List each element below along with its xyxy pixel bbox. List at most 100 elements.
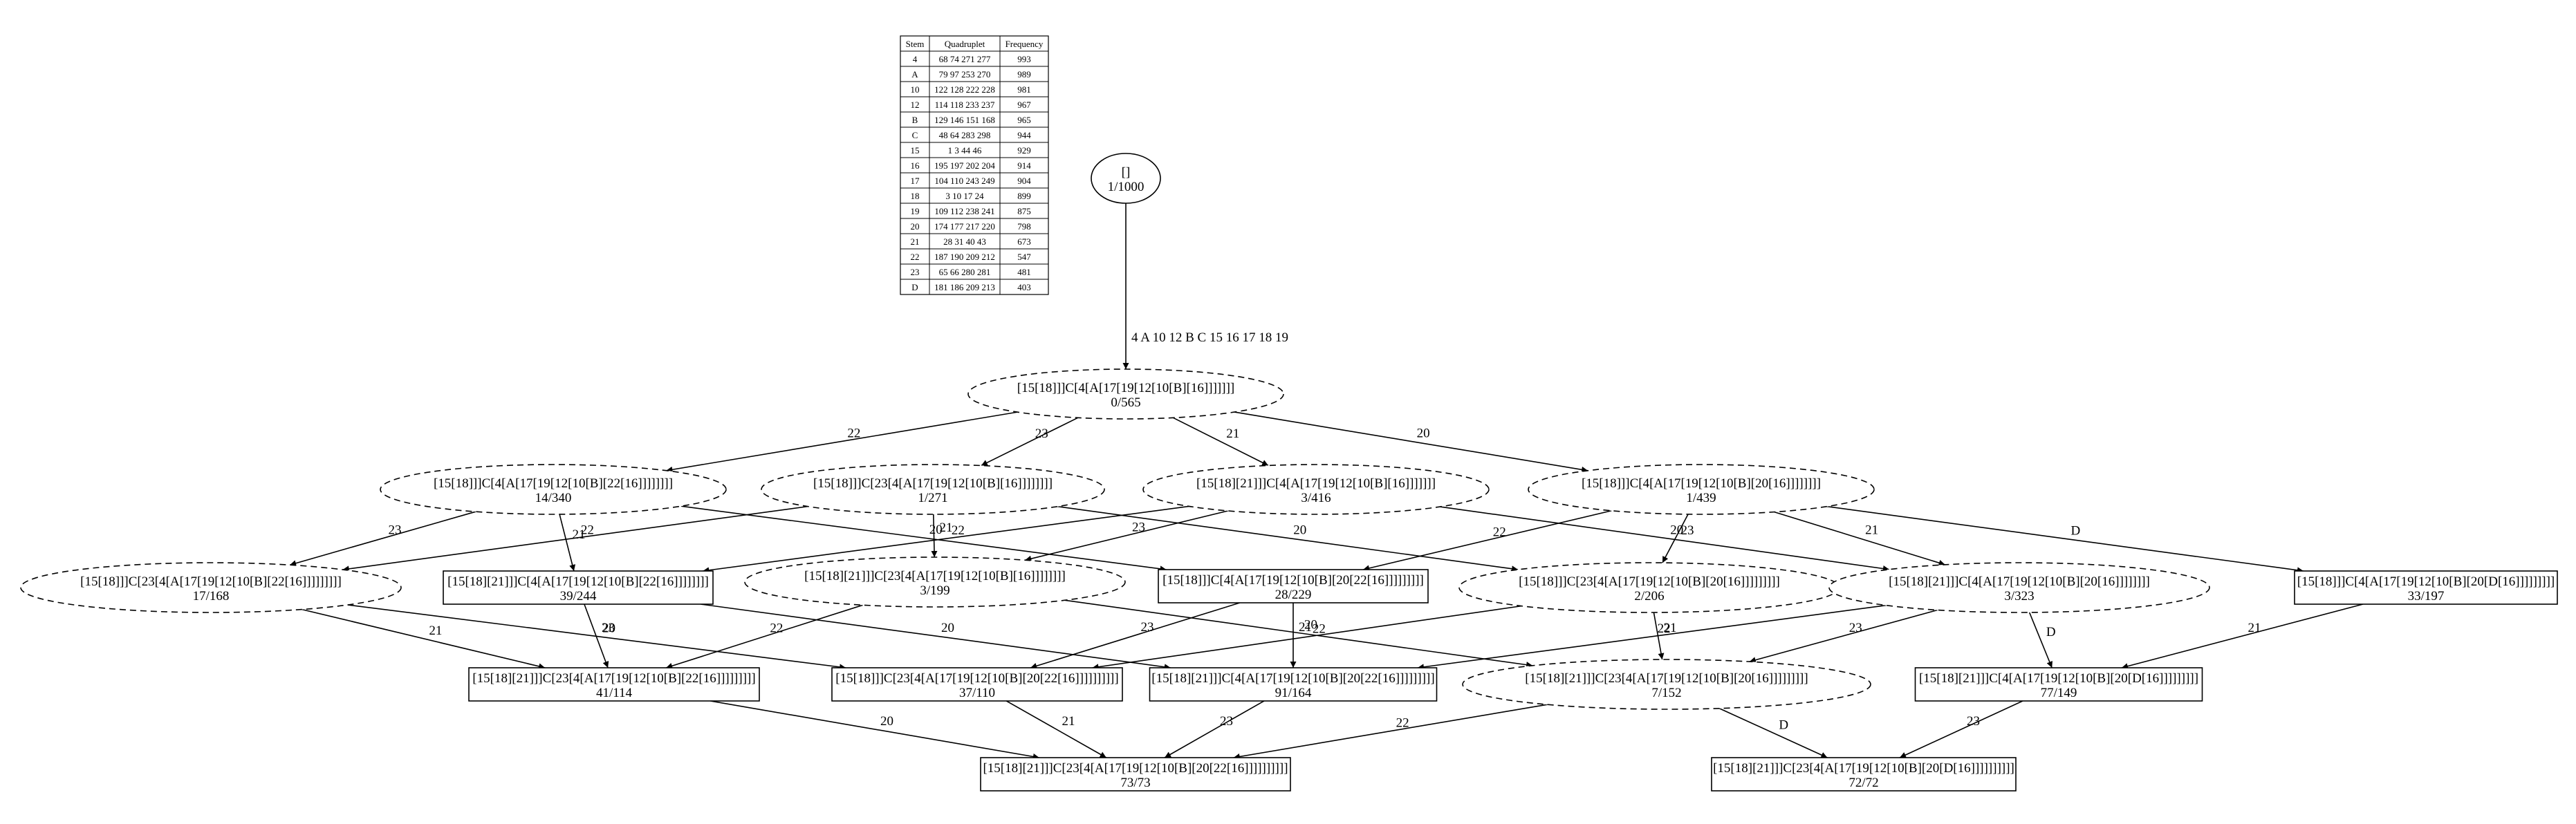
node-count: 2/206 [1634, 589, 1664, 603]
stem-table-cell: 3 10 17 24 [945, 191, 984, 201]
node-shape [967, 368, 1284, 420]
edge-n9-n14 [1030, 602, 1240, 669]
edge-n12-n17 [2121, 603, 2364, 670]
edge-label: 20 [602, 621, 615, 636]
node-label: [15[18][21]]]C[23[4[A[17[19[12[10[B][16]… [804, 569, 1066, 583]
edge-label: 23 [1849, 621, 1862, 635]
stem-table-header: Stem [906, 39, 925, 49]
node-shape [443, 570, 714, 605]
edge-n3-n10 [1057, 505, 1519, 572]
edge-label: 4 A 10 12 B C 15 16 17 18 19 [1131, 330, 1288, 345]
edge-n5-n10 [1662, 514, 1689, 563]
edge-label: D [2070, 523, 2080, 538]
node-n6: [15[18]]]C[23[4[A[17[19[12[10[B][22[16]]… [20, 562, 402, 613]
stem-table-cell: 18 [911, 191, 920, 201]
stem-table-cell: B [912, 115, 918, 125]
stem-table-cell: 19 [911, 206, 920, 216]
edge-n10-n14 [1092, 605, 1522, 671]
stem-table-cell: 875 [1017, 206, 1031, 216]
edge-label: 23 [389, 523, 402, 538]
edge-n2-n9 [680, 505, 1167, 572]
node-count: 3/416 [1301, 491, 1331, 505]
node-label: [15[18]]]C[4[A[17[19[12[10[B][22[16]]]]]… [434, 476, 673, 491]
node-label: [15[18]]]C[23[4[A[17[19[12[10[B][22[16]]… [80, 574, 342, 589]
stem-table-cell: 403 [1017, 282, 1031, 292]
stem-table-cell: 899 [1017, 191, 1031, 201]
node-n5: [15[18]]]C[4[A[17[19[12[10[B][20[16]]]]]… [1528, 464, 1875, 515]
edge-label: 21 [429, 624, 442, 638]
node-shape [1149, 667, 1438, 702]
stem-table-cell: 23 [911, 267, 920, 277]
edge-n14-n18 [1006, 700, 1107, 758]
node-label: [15[18][21]]]C[23[4[A[17[19[12[10[B][20[… [1525, 671, 1808, 686]
node-n9: [15[18]]]C[4[A[17[19[12[10[B][20[22[16]]… [1158, 569, 1429, 603]
stem-table-cell: C [912, 130, 918, 140]
edge-label: 22 [770, 621, 783, 636]
stem-table-cell: D [911, 282, 918, 292]
stem-table-cell: 65 66 280 281 [939, 267, 991, 277]
node-count: 37/110 [959, 686, 995, 700]
edge-n1-n3 [981, 417, 1079, 467]
stem-table-cell: 944 [1017, 130, 1031, 140]
node-label: [15[18]]]C[23[4[A[17[19[12[10[B][20[16]]… [1519, 574, 1780, 589]
edge-n11-n16 [1749, 609, 1938, 664]
edge-n5-n12 [1826, 505, 2304, 574]
node-shape [2294, 570, 2558, 605]
stem-table-cell: 673 [1017, 236, 1031, 247]
edge-label: 20 [929, 523, 943, 537]
node-n10: [15[18]]]C[23[4[A[17[19[12[10[B][20[16]]… [1458, 562, 1840, 613]
edge-n1-n5 [1234, 411, 1588, 473]
node-label: [15[18]]]C[4[A[17[19[12[10[B][20[22[16]]… [1162, 573, 1424, 588]
node-label: [15[18][21]]]C[4[A[17[19[12[10[B][20[D[1… [1919, 671, 2198, 686]
edge-label: 22 [952, 523, 965, 538]
stem-table-header: Quadruplet [945, 39, 985, 49]
node-shape [20, 562, 402, 613]
edge-label: 23 [1967, 714, 1980, 729]
node-shape [1711, 757, 2017, 792]
stem-table-cell: 174 177 217 220 [934, 221, 995, 232]
stem-table-cell: 904 [1017, 176, 1031, 186]
stem-table-cell: 187 190 209 212 [934, 252, 995, 262]
stem-table-cell: 965 [1017, 115, 1031, 125]
stem-table-cell: 15 [911, 145, 920, 156]
node-label: [15[18][21]]]C[23[4[A[17[19[12[10[B][20[… [983, 761, 1288, 776]
edge-n17-n19 [1899, 700, 2023, 758]
node-count: 1/271 [918, 491, 947, 505]
stem-table-cell: 20 [911, 221, 920, 232]
edge-n2-n6 [289, 511, 476, 567]
node-count: 14/340 [535, 491, 572, 505]
node-count: 1/439 [1686, 491, 1716, 505]
stem-table-cell: 195 197 202 204 [934, 160, 995, 171]
edge-n5-n9 [1362, 509, 1612, 572]
edge-label: 22 [1658, 621, 1671, 636]
stem-table-cell: 993 [1017, 54, 1031, 64]
edge-label: 20 [1417, 426, 1430, 440]
node-count: 39/244 [560, 589, 597, 603]
node-label: [15[18][21]]]C[4[A[17[19[12[10[B][16]]]]… [1196, 476, 1436, 491]
edge-n1-n2 [666, 411, 1018, 473]
stem-table-cell: 104 110 243 249 [934, 176, 994, 186]
node-count: 7/152 [1651, 686, 1681, 700]
edge-n4-n7 [703, 505, 1189, 574]
edge-label: 23 [602, 621, 615, 635]
node-shape [761, 464, 1105, 515]
edge-label: 22 [1493, 525, 1506, 539]
edge-n11-n15 [1417, 604, 1887, 671]
stem-table-cell: 129 146 151 168 [934, 115, 995, 125]
edge-label: 21 [940, 521, 953, 535]
node-n13: [15[18][21]]]C[23[4[A[17[19[12[10[B][22[… [468, 667, 760, 702]
edge-n5-n11 [1774, 511, 1945, 566]
edge-n7-n13 [584, 603, 609, 668]
node-shape [468, 667, 760, 702]
stem-table-header: Frequency [1006, 39, 1044, 49]
node-count: 3/323 [2004, 589, 2034, 603]
stem-table-border [900, 35, 1049, 295]
node-shape [831, 667, 1123, 702]
node-label: [15[18][21]]]C[4[A[17[19[12[10[B][20[16]… [1889, 574, 2150, 589]
node-count: 73/73 [1120, 776, 1150, 790]
node-shape [1158, 569, 1429, 603]
stem-table-cell: 109 112 238 241 [934, 206, 994, 216]
node-n1: [15[18]]]C[4[A[17[19[12[10[B][16]]]]]]]0… [967, 368, 1284, 420]
node-label: [15[18]]]C[4[A[17[19[12[10[B][16]]]]]]] [1017, 381, 1234, 395]
